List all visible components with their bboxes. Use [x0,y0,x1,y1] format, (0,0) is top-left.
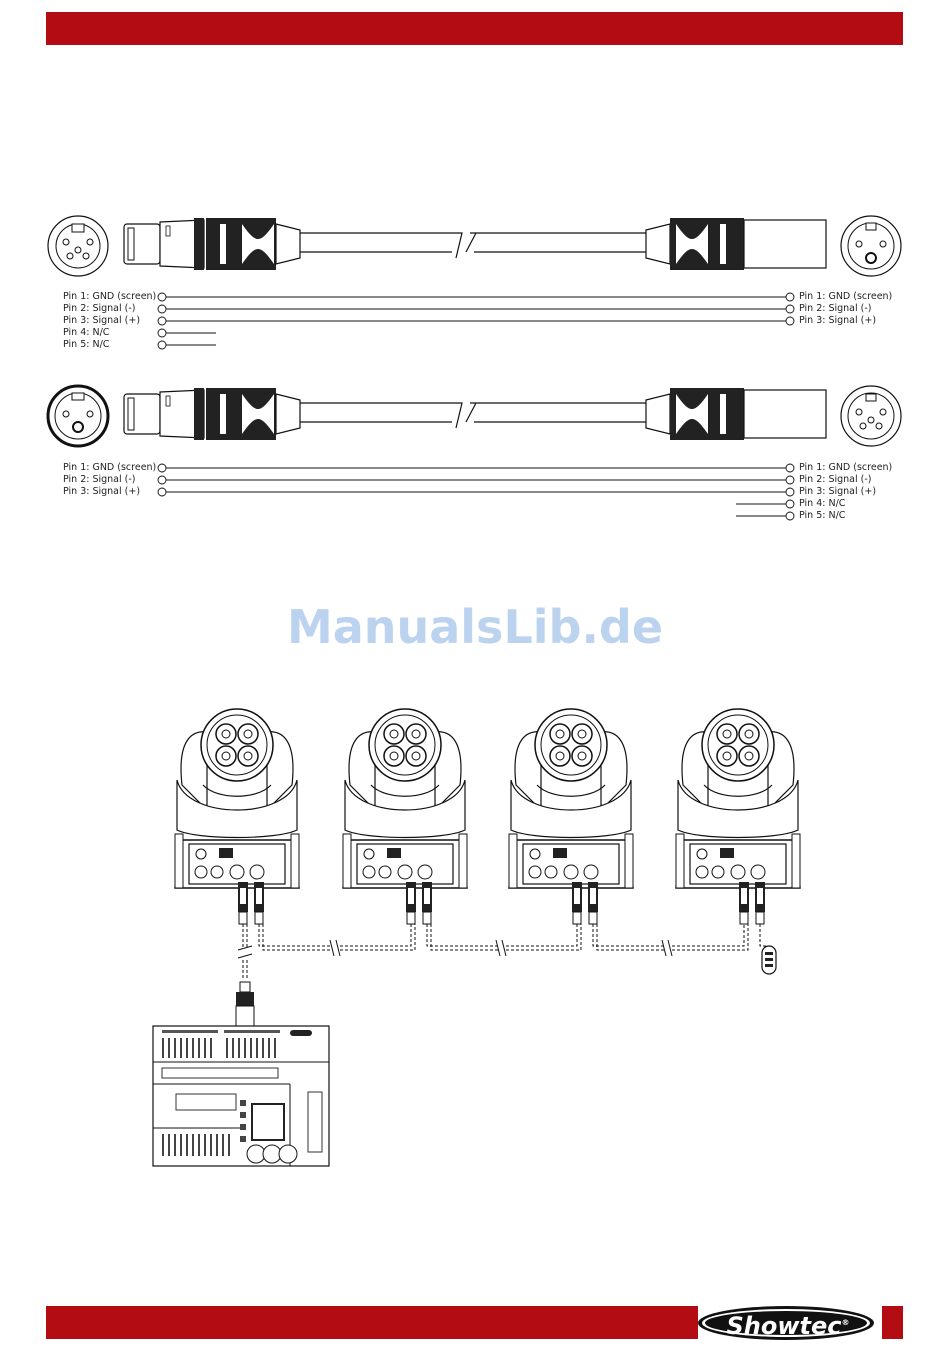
male-plug-icon [646,388,826,440]
female-3pin-face-icon [48,386,108,446]
logo-registered-mark: ® [842,1318,850,1327]
female-5pin-face-icon [48,216,108,276]
female-plug-icon [124,388,300,440]
moving-head-fixture-icon [175,709,299,888]
male-3pin-face-icon [841,216,901,276]
male-plug-icon [646,218,826,270]
footer-bar-stub [882,1306,903,1339]
showtec-logo-text: Showtec® [708,1308,868,1338]
male-5pin-face-icon [841,386,901,446]
female-plug-icon [124,218,300,270]
logo-text-show: Show [726,1312,799,1340]
logo-text-tec: tec [800,1312,842,1340]
footer-bar [46,1306,698,1339]
terminator-plug-icon [762,946,776,974]
moving-head-fixture-icon [676,709,800,888]
moving-head-fixture-icon [509,709,633,888]
moving-head-fixture-icon [343,709,467,888]
dmx-controller-icon [153,1026,329,1166]
controller-plug-icon [236,982,254,1026]
watermark: ManualsLib.de [0,600,950,654]
